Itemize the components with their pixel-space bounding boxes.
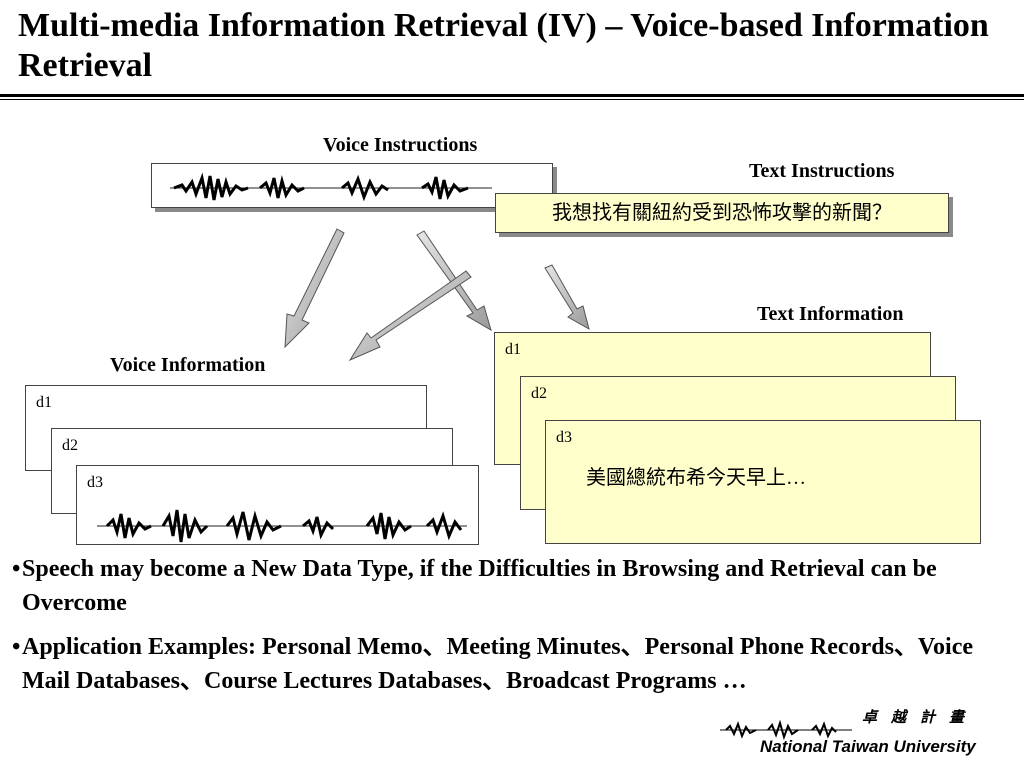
arrow-voice-to-voice [284, 228, 345, 349]
arrow-text-to-voice [348, 270, 472, 362]
bullet-text: Application Examples: Personal Memo、Meet… [22, 634, 974, 694]
voice-doc-id: d1 [36, 394, 52, 411]
bullet-1: •Speech may become a New Data Type, if t… [12, 552, 1012, 620]
voice-instructions-label: Voice Instructions [323, 134, 478, 156]
logo-waveform [720, 720, 852, 740]
voice-doc-id: d2 [62, 437, 78, 454]
voice-information-label: Voice Information [110, 354, 266, 376]
title-underline-thick [0, 94, 1024, 97]
text-doc-id: d1 [505, 341, 521, 358]
voice-doc-waveform [97, 509, 467, 543]
bullet-text: Speech may become a New Data Type, if th… [22, 556, 937, 616]
slide-title: Multi-media Information Retrieval (IV) –… [18, 7, 989, 84]
text-doc-d3: d3 美國總統布希今天早上… [545, 420, 981, 544]
logo-chinese-text: 卓越計畫 [862, 710, 979, 726]
logo-university-name: National Taiwan University [760, 737, 976, 756]
text-instructions-label: Text Instructions [749, 160, 895, 182]
bullet-2: •Application Examples: Personal Memo、Mee… [12, 630, 1012, 698]
text-doc-content: 美國總統布希今天早上… [586, 467, 806, 489]
text-doc-id: d2 [531, 385, 547, 402]
title-underline-thin [0, 99, 1024, 100]
voice-doc-d3: d3 [76, 465, 479, 545]
text-instructions-query-box: 我想找有關紐約受到恐怖攻擊的新聞？ [495, 193, 949, 233]
voice-doc-id: d3 [87, 474, 103, 491]
text-doc-id: d3 [556, 429, 572, 446]
voice-instructions-box [151, 163, 553, 208]
arrow-text-to-text [544, 264, 590, 331]
bullet-marker: • [12, 634, 21, 660]
voice-instructions-waveform [170, 172, 492, 202]
bullet-marker: • [12, 556, 21, 582]
text-information-label: Text Information [757, 303, 904, 325]
